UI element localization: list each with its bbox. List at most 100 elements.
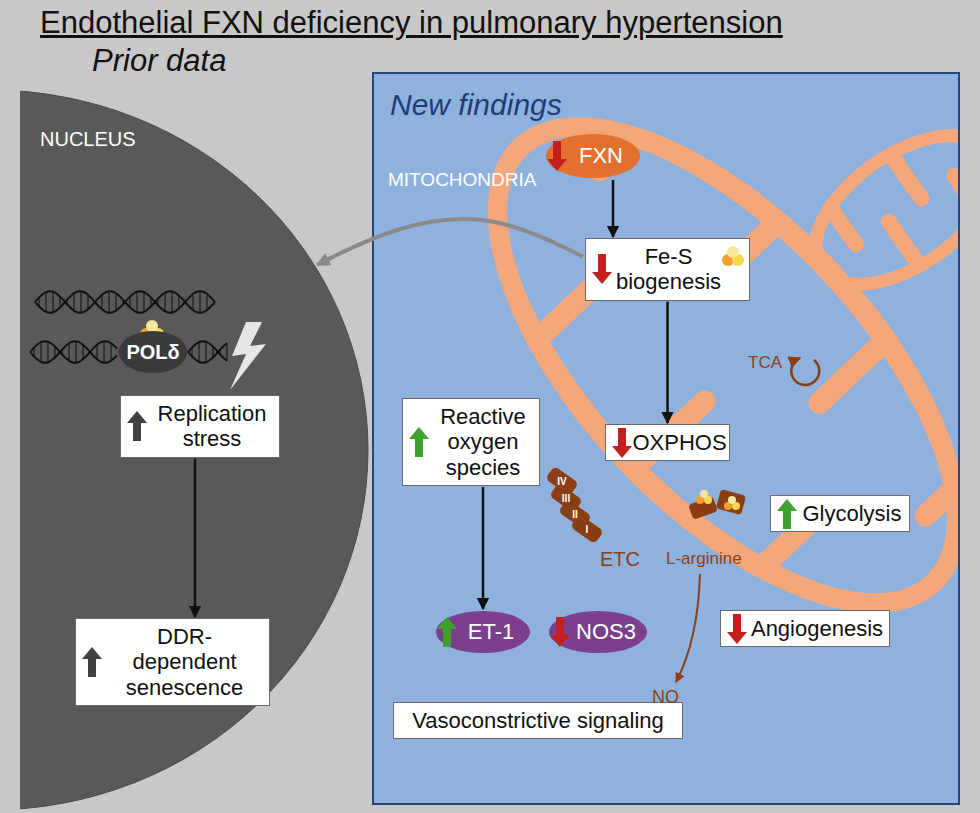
dna-strand (30, 341, 117, 363)
base-pair (53, 292, 54, 313)
damage-bolt (230, 322, 266, 390)
product-label: NO (652, 688, 679, 708)
base-pair (116, 293, 117, 311)
section-label: Prior data (92, 44, 226, 78)
base-pair (130, 297, 131, 308)
region-label: New findings (390, 88, 562, 123)
node-text: Fe-S biogenesis (616, 244, 721, 295)
polymerase-blob: POLδ (118, 330, 188, 374)
base-pair (81, 291, 82, 313)
dna-strand (35, 291, 215, 313)
node-text: Angiogenesis (751, 616, 883, 641)
node-text: POLδ (126, 341, 179, 364)
base-pair (104, 341, 105, 363)
increase-arrow (127, 411, 147, 441)
organelle-label: MITOCHONDRIA (388, 170, 536, 191)
mitochondria (405, 72, 960, 693)
base-pair (123, 300, 124, 305)
node-text: OXPHOS (632, 430, 726, 455)
process-box: Reactive oxygen species (402, 398, 540, 486)
node-text: Vasoconstrictive signaling (412, 708, 664, 733)
node-text: ET-1 (468, 619, 514, 644)
base-pair (144, 292, 145, 312)
base-pair (48, 342, 49, 363)
protein-ellipse: ET-1 (435, 610, 531, 654)
node-text: FXN (579, 143, 623, 168)
complex-label: IV (557, 476, 566, 487)
dna-strand (30, 341, 117, 363)
dna-strand (35, 291, 215, 313)
decrease-arrow (592, 254, 612, 284)
base-pair (137, 292, 138, 313)
base-pair (34, 348, 35, 357)
base-pair (214, 301, 215, 303)
increase-arrow (777, 499, 797, 529)
signal-curve-arrow (317, 219, 583, 265)
process-box: OXPHOS (605, 424, 730, 461)
base-pair (41, 342, 42, 362)
base-pair (158, 299, 159, 306)
node-text: NOS3 (576, 619, 636, 644)
node-text: Glycolysis (803, 501, 902, 526)
base-pair (213, 347, 214, 358)
protein-ellipse: NOS3 (548, 610, 648, 654)
base-pair (46, 292, 47, 312)
base-pair (179, 296, 180, 309)
process-box: Glycolysis (770, 495, 910, 532)
etc-complexes (545, 466, 746, 544)
flow-arrow (666, 302, 669, 423)
complex-label: II (572, 509, 578, 520)
increase-arrow (437, 617, 457, 647)
increase-arrow (82, 647, 102, 677)
complex-label: I (586, 524, 589, 535)
base-pair (39, 298, 40, 307)
flow-arrow (482, 487, 485, 609)
base-pair (111, 343, 112, 361)
flow-arrow (194, 459, 197, 617)
protein-ellipse: FXN (545, 133, 641, 179)
tca-cycle-arrow (791, 358, 819, 385)
base-pair (74, 293, 75, 311)
base-pair (200, 291, 201, 313)
base-pair (199, 342, 200, 362)
conversion-arrow (676, 574, 700, 682)
base-pair (69, 343, 70, 361)
process-box: Fe-S biogenesis (585, 238, 750, 301)
nucleus: POLδReplication stressDDR-dependent sene… (20, 88, 370, 810)
base-pair (62, 350, 63, 355)
substrate-label: L-arginine (666, 550, 742, 569)
base-pair (165, 292, 166, 311)
base-pair (109, 291, 110, 313)
base-pair (83, 345, 84, 360)
base-pair (192, 348, 193, 357)
node-text: DDR-dependent senescence (108, 624, 261, 700)
dna-helix (30, 291, 227, 363)
decrease-arrow (612, 428, 632, 458)
node-text: Reactive oxygen species (435, 404, 531, 480)
dna-strand (188, 341, 227, 361)
complex-label: III (562, 493, 570, 504)
process-box: Replication stress (120, 395, 280, 458)
process-box: Angiogenesis (720, 610, 890, 647)
process-box: DDR-dependent senescence (75, 618, 270, 706)
fe-s-cluster (696, 490, 740, 510)
fe-s-cluster (721, 245, 745, 267)
diagram-title: Endothelial FXN deficiency in pulmonary … (40, 6, 783, 40)
decrease-arrow (727, 614, 747, 644)
base-pair (227, 343, 228, 361)
increase-arrow (409, 427, 429, 457)
nucleus-shape (20, 90, 368, 810)
base-pair (88, 295, 89, 310)
chain-label: ETC (600, 548, 640, 570)
base-pair (97, 345, 98, 360)
base-pair (207, 294, 208, 310)
region-label: NUCLEUS (40, 128, 136, 151)
base-pair (67, 300, 68, 305)
flow-arrow (612, 180, 615, 237)
base-pair (55, 347, 56, 358)
base-pair (76, 341, 77, 363)
base-pair (60, 297, 61, 308)
base-pair (186, 301, 187, 303)
base-pair (206, 342, 207, 363)
